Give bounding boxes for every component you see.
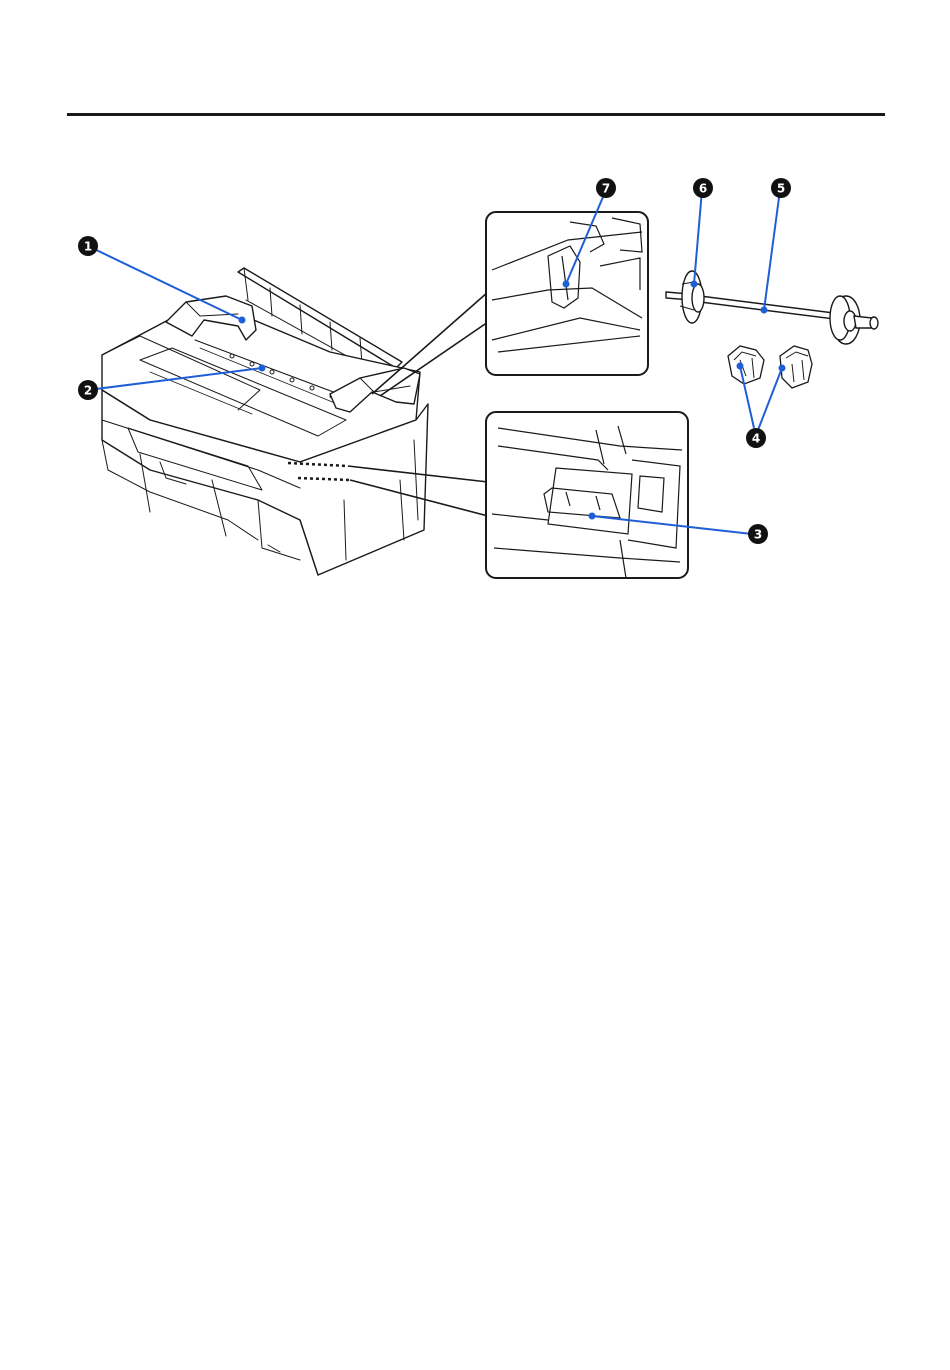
svg-text:2: 2 — [84, 384, 92, 398]
dot-6 — [691, 281, 698, 288]
callout-4: 4 — [746, 428, 766, 448]
svg-text:4: 4 — [752, 432, 760, 446]
dot-7 — [563, 281, 570, 288]
svg-text:3: 3 — [754, 528, 762, 542]
spindle-illustration — [666, 271, 878, 344]
dot-4a — [737, 363, 744, 370]
svg-text:7: 7 — [602, 182, 610, 196]
dot-3 — [589, 513, 596, 520]
svg-text:6: 6 — [699, 182, 707, 196]
leader-1 — [88, 246, 242, 320]
dot-1 — [239, 317, 246, 324]
leader-4b — [758, 368, 782, 430]
svg-text:5: 5 — [777, 182, 785, 196]
callout-2: 2 — [78, 380, 98, 400]
inset-spindle-lock — [486, 212, 648, 375]
dot-4b — [779, 365, 786, 372]
printer-parts-figure: 1 2 3 4 5 6 7 — [0, 0, 950, 620]
dot-5 — [761, 307, 768, 314]
leader-5 — [764, 190, 780, 310]
leader-6 — [694, 190, 702, 284]
callout-1: 1 — [78, 236, 98, 256]
inset-roll-paper-cover — [486, 412, 688, 578]
callout-5: 5 — [771, 178, 791, 198]
callout-7: 7 — [596, 178, 616, 198]
callout-3: 3 — [748, 524, 768, 544]
dot-2 — [259, 365, 266, 372]
printer-illustration — [102, 268, 428, 575]
callout-6: 6 — [693, 178, 713, 198]
svg-text:1: 1 — [84, 240, 92, 254]
